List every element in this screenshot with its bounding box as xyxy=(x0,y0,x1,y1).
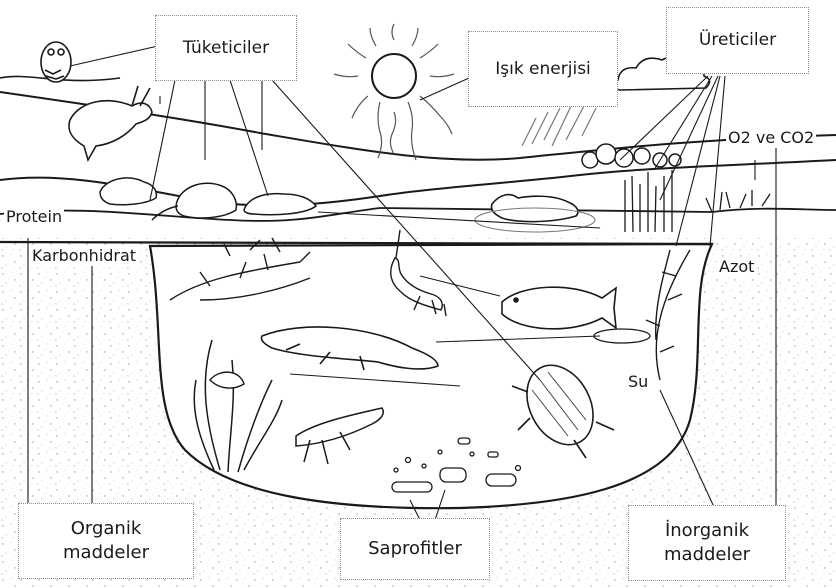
weasel-icon xyxy=(244,194,316,215)
label-protein: Protein xyxy=(4,207,64,227)
rain-icon xyxy=(522,104,596,146)
label-saprophytes-text: Saprofitler xyxy=(368,537,462,561)
label-organic-line2: maddeler xyxy=(63,541,149,565)
label-water: Su xyxy=(628,372,648,391)
label-inorganic-matter: İnorganik maddeler xyxy=(628,505,786,581)
label-water-text: Su xyxy=(628,372,648,391)
label-inorganic-line2: maddeler xyxy=(664,543,750,567)
label-o2-co2-text: O2 ve CO2 xyxy=(728,128,814,147)
label-nitrogen-text: Azot xyxy=(719,257,754,276)
label-light-energy-text: Işık enerjisi xyxy=(495,58,591,81)
label-o2-co2: O2 ve CO2 xyxy=(726,128,816,148)
label-producers: Üreticiler xyxy=(666,7,809,74)
label-consumers-text: Tüketiciler xyxy=(183,37,269,60)
label-inorganic-line1: İnorganik xyxy=(664,519,750,543)
label-organic-matter: Organik maddeler xyxy=(18,503,194,579)
label-carbohydrate: Karbonhidrat xyxy=(30,246,138,266)
shrew-icon xyxy=(100,178,156,205)
rabbit-icon xyxy=(69,86,152,160)
label-producers-text: Üreticiler xyxy=(699,29,776,52)
owl-icon xyxy=(0,42,120,82)
label-carbohydrate-text: Karbonhidrat xyxy=(32,246,136,265)
leaf-icon xyxy=(594,329,650,343)
label-saprophytes: Saprofitler xyxy=(340,518,490,580)
label-light-energy: Işık enerjisi xyxy=(468,31,618,107)
label-nitrogen: Azot xyxy=(717,257,756,277)
label-consumers: Tüketiciler xyxy=(155,15,297,81)
sun-icon xyxy=(334,24,454,160)
label-organic-line1: Organik xyxy=(63,517,149,541)
label-protein-text: Protein xyxy=(6,207,62,226)
rat-icon xyxy=(152,183,236,220)
reeds-icon xyxy=(625,170,672,232)
